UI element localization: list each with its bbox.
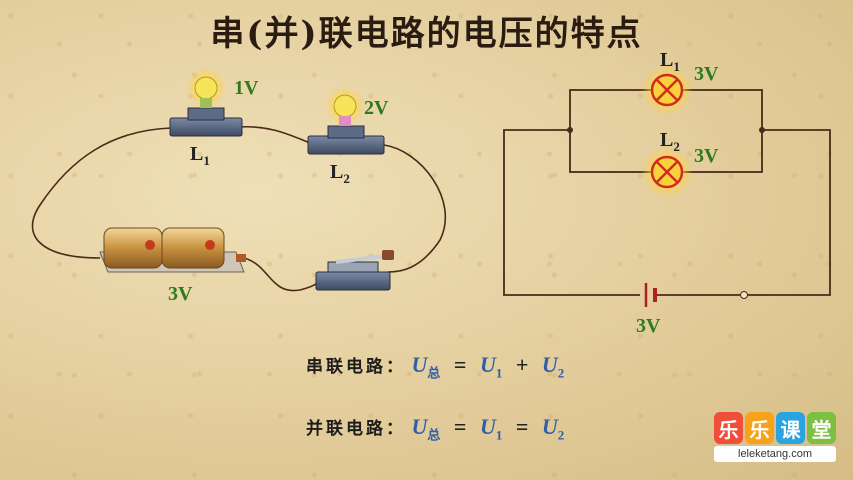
bulb-2-label: L2 [330, 161, 350, 186]
battery [99, 227, 246, 273]
brand-logo[interactable]: 乐 乐 课 堂 leleketang.com [714, 412, 836, 462]
logo-char-1: 乐 [714, 412, 743, 444]
parallel-op-2: = [515, 414, 529, 439]
lamp-1-label: L1 [660, 49, 680, 74]
logo-char-4: 堂 [807, 412, 836, 444]
parallel-formula: 并联电路： U总 = U1 = U2 [306, 414, 564, 443]
junction-left [567, 127, 573, 133]
series-term-2: U2 [541, 352, 565, 381]
battery-voltage: 3V [168, 283, 193, 305]
parallel-op-1: = [453, 414, 467, 439]
series-op-2: + [515, 352, 529, 377]
series-term-1: U1 [479, 352, 503, 381]
lamp-1-symbol [641, 64, 693, 116]
logo-char-3: 课 [776, 412, 805, 444]
lamp-2-symbol [641, 146, 693, 198]
parallel-formula-name: 并联电路： [306, 419, 406, 439]
logo-url: leleketang.com [714, 446, 836, 462]
bulb-1 [169, 68, 243, 137]
cell-symbol [644, 283, 657, 307]
junction-right [759, 127, 765, 133]
knife-switch [315, 250, 394, 291]
switch-pivot [740, 291, 748, 299]
bulb-2 [307, 86, 385, 155]
logo-char-2: 乐 [745, 412, 774, 444]
series-formula-name: 串联电路： [306, 357, 406, 377]
lamp-1-voltage: 3V [694, 63, 719, 85]
logo-text: 乐 乐 课 堂 [714, 412, 836, 444]
bulb-1-voltage: 1V [234, 77, 259, 99]
series-lhs: U总 [411, 352, 441, 381]
lamp-2-voltage: 3V [694, 145, 719, 167]
parallel-term-2: U2 [541, 414, 565, 443]
bulb-2-voltage: 2V [364, 97, 389, 119]
lamp-2-label: L2 [660, 129, 680, 154]
parallel-lhs: U总 [411, 414, 441, 443]
page-title: 串(并)联电路的电压的特点 [210, 14, 643, 54]
series-formula: 串联电路： U总 = U1 + U2 [306, 352, 564, 381]
source-voltage: 3V [636, 315, 661, 337]
bulb-1-label: L1 [190, 143, 210, 168]
parallel-term-1: U1 [479, 414, 503, 443]
series-op-1: = [453, 352, 467, 377]
